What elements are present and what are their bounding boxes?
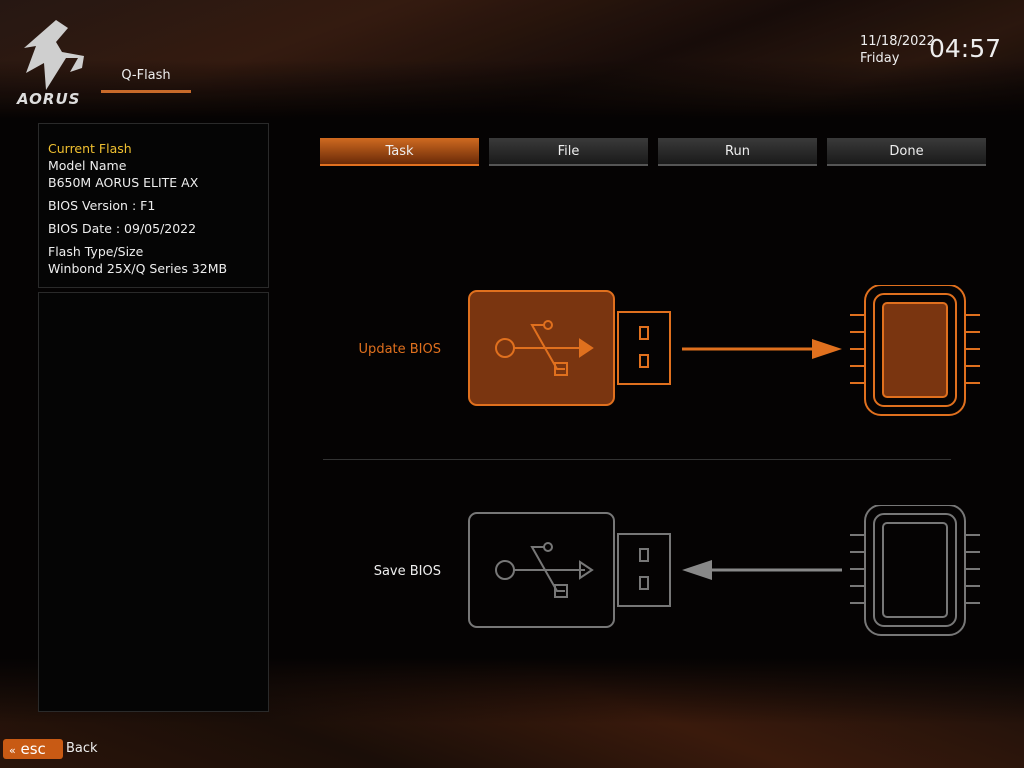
header-background [0, 0, 1024, 120]
q-flash-underline [101, 90, 191, 93]
tab-task[interactable]: Task [320, 138, 479, 166]
weekday: Friday [860, 51, 900, 66]
tab-run[interactable]: Run [658, 138, 817, 166]
tab-file[interactable]: File [489, 138, 648, 166]
back-label[interactable]: Back [66, 741, 98, 756]
save-bios-option[interactable]: Save BIOS [373, 564, 441, 579]
update-bios-option[interactable]: Update BIOS [358, 342, 441, 357]
model-name: B650M AORUS ELITE AX [48, 175, 199, 190]
divider [323, 459, 951, 460]
bios-date: BIOS Date : 09/05/2022 [48, 221, 197, 236]
update-bios-icon[interactable] [460, 285, 990, 420]
aorus-eagle-logo [24, 20, 84, 90]
esc-button[interactable]: « esc [3, 739, 63, 759]
tab-q-flash[interactable]: Q-Flash [121, 68, 171, 83]
current-flash-heading: Current Flash [48, 141, 132, 156]
flash-type: Winbond 25X/Q Series 32MB [48, 261, 228, 276]
date: 11/18/2022 [860, 34, 935, 49]
bios-version: BIOS Version : F1 [48, 198, 156, 213]
aorus-logo-text: AORUS [17, 90, 81, 108]
flash-type-label: Flash Type/Size [48, 244, 144, 259]
chevrons-left-icon: « [9, 744, 16, 757]
model-name-label: Model Name [48, 158, 127, 173]
details-panel [38, 292, 269, 712]
clock: 04:57 [929, 34, 1002, 63]
tab-done[interactable]: Done [827, 138, 986, 166]
step-tabs: Task File Run Done [320, 138, 986, 166]
current-flash-panel: Current Flash Model Name B650M AORUS ELI… [38, 123, 269, 288]
save-bios-icon[interactable] [460, 505, 990, 640]
esc-label: esc [20, 740, 46, 758]
